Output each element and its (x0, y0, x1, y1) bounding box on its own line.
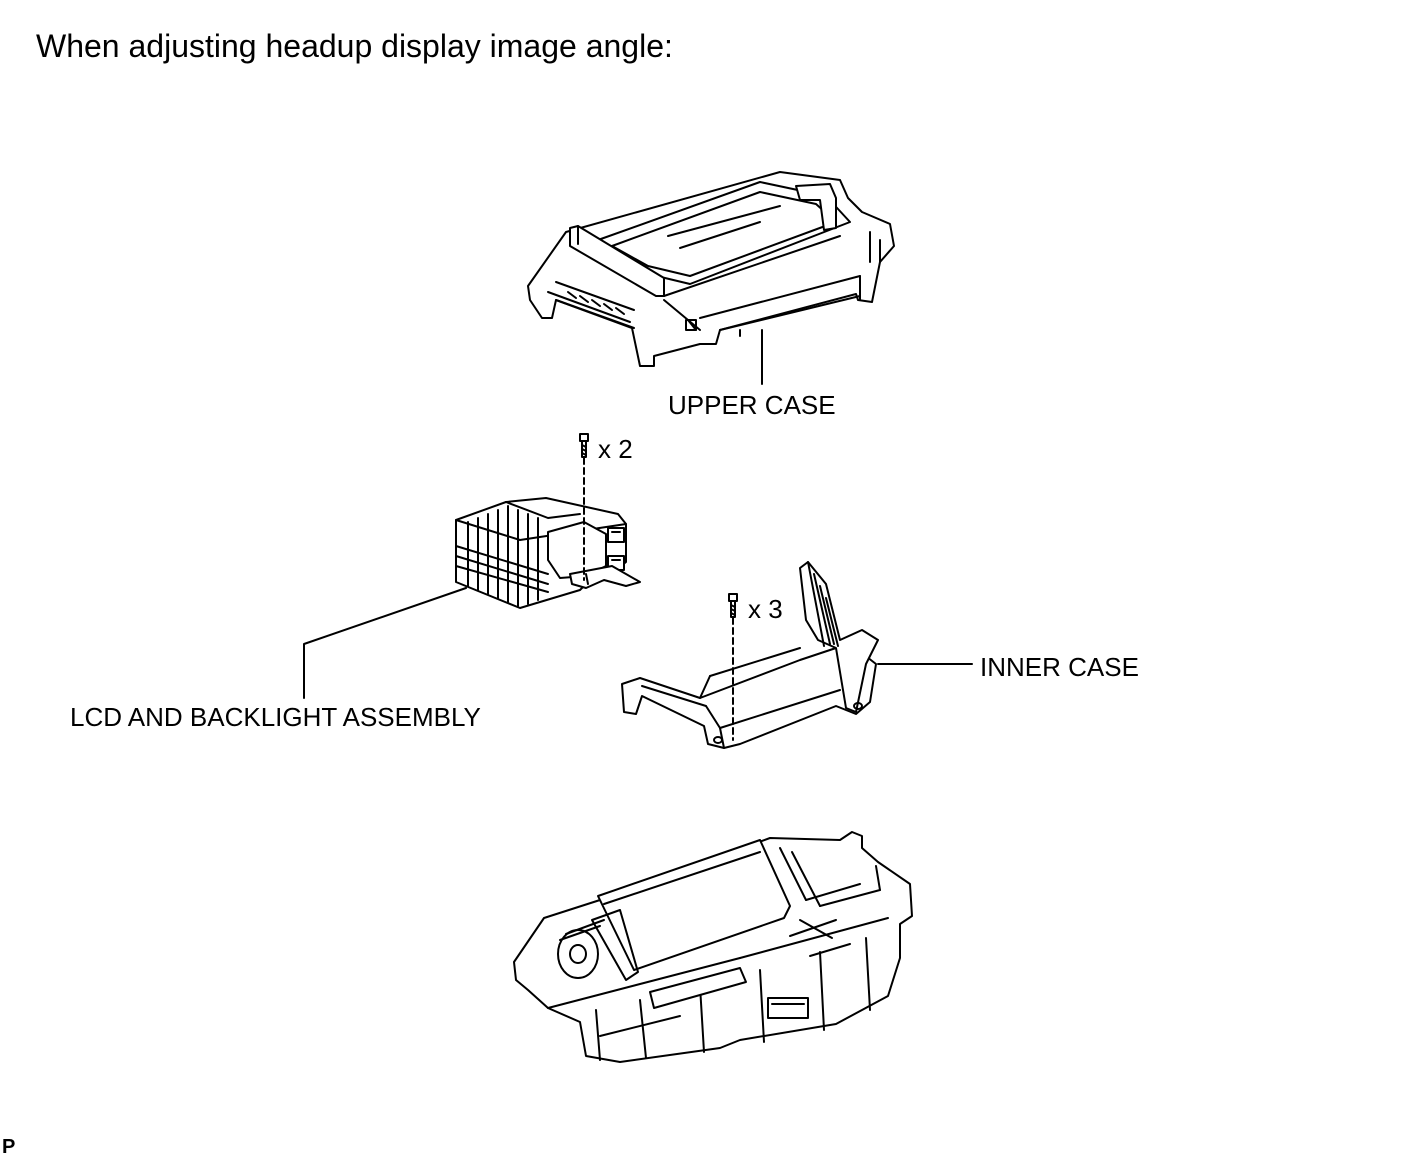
diagram-title: When adjusting headup display image angl… (36, 28, 673, 64)
inner-case-part (622, 562, 878, 748)
corner-mark: P (2, 1136, 16, 1158)
lower-housing-part (514, 832, 912, 1062)
inner-case-label: INNER CASE (980, 652, 1139, 682)
screw-lcd (580, 434, 588, 580)
screw-quantity-lcd-label: x 2 (598, 434, 633, 464)
screw-inner (729, 594, 737, 740)
upper-case-part (528, 172, 894, 384)
upper-case-label: UPPER CASE (668, 390, 836, 420)
lcd-leader-line (304, 588, 466, 698)
lcd-backlight-assembly-part (456, 498, 640, 608)
screw-quantity-inner-label: x 3 (748, 594, 783, 624)
lcd-backlight-assembly-label: LCD AND BACKLIGHT ASSEMBLY (70, 702, 481, 732)
